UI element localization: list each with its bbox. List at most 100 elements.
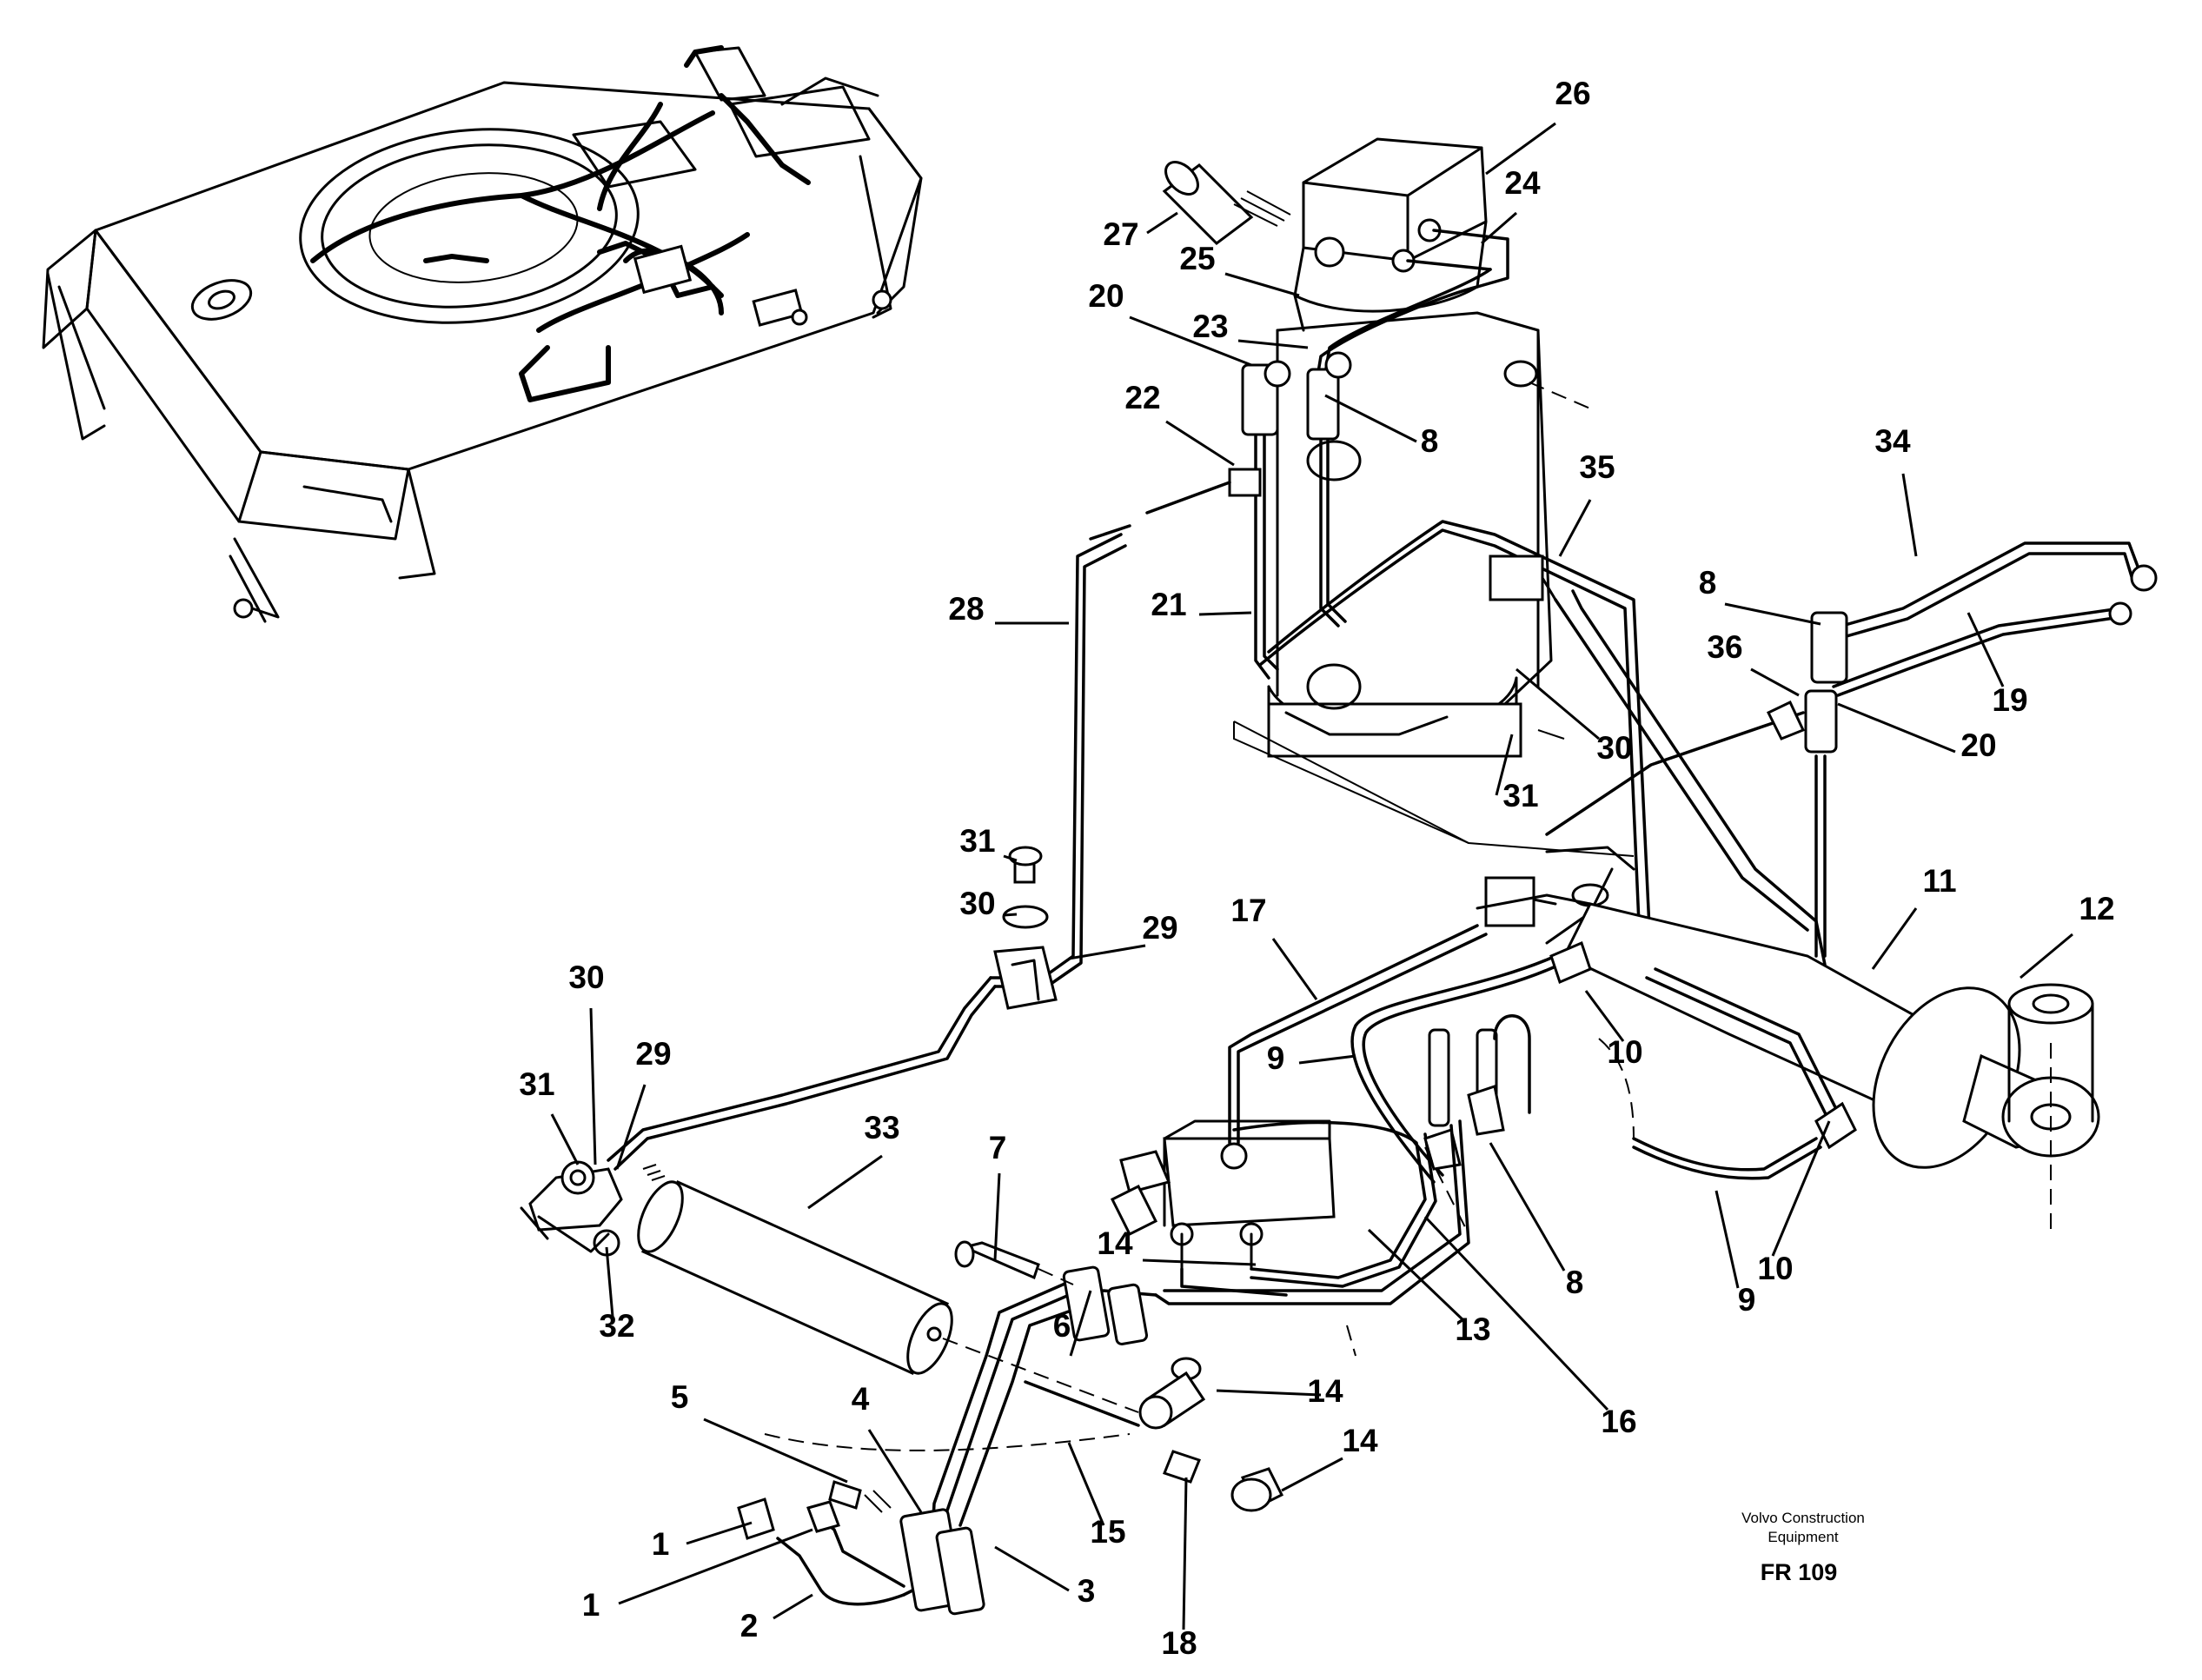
callout-number: 8: [1421, 423, 1439, 459]
callout-leader: [1216, 1389, 1322, 1397]
callout-leader: [1224, 272, 1300, 297]
callout-leader: [1198, 611, 1252, 616]
callout-leader: [1069, 1290, 1092, 1357]
callout-20: 20: [1088, 278, 1252, 367]
callout-number: 33: [864, 1110, 899, 1145]
callout-number: 23: [1192, 309, 1228, 344]
callout-leader: [1584, 990, 1625, 1042]
callout-16: 16: [1423, 1215, 1637, 1439]
valve-lines: [1154, 846, 1635, 1305]
callout-number: 29: [635, 1036, 671, 1072]
callout-leader: [615, 1084, 647, 1170]
callout-leader: [1324, 394, 1417, 443]
callout-leader: [1871, 907, 1918, 970]
callout-5: 5: [671, 1379, 848, 1484]
callout-leader: [1165, 420, 1235, 467]
callout-17: 17: [1230, 893, 1318, 1000]
callout-leader: [1495, 734, 1514, 796]
callout-number: 31: [959, 823, 995, 859]
callout-leader: [1281, 1457, 1343, 1492]
callout-number: 9: [1267, 1040, 1285, 1076]
callout-number: 5: [671, 1379, 689, 1415]
callout-35: 35: [1558, 449, 1615, 557]
callout-leader: [1771, 1120, 1831, 1257]
callout-number: 6: [1053, 1308, 1071, 1344]
callout-number: 22: [1124, 380, 1160, 415]
callout-number: 30: [959, 886, 995, 921]
callout-leader: [1837, 702, 1956, 754]
callout-leader: [686, 1521, 753, 1545]
callout-9: 9: [1267, 1040, 1356, 1076]
callout-number: 32: [599, 1308, 634, 1344]
frame-outline: [1233, 721, 1635, 1357]
callout-leader: [1003, 854, 1018, 862]
callout-leader: [1003, 913, 1018, 917]
callout-number: 14: [1342, 1423, 1378, 1458]
callout-29: 29: [615, 1036, 672, 1170]
callout-labels: 1123456788899101011121314141415161718192…: [519, 76, 2114, 1661]
fittings: [1138, 1357, 1284, 1512]
callout-2: 2: [740, 1593, 813, 1643]
callout-number: 12: [2079, 891, 2114, 926]
callout-leader: [589, 1007, 597, 1165]
callout-number: 24: [1504, 165, 1541, 201]
callout-number: 19: [1992, 682, 2027, 718]
callout-number: 13: [1455, 1311, 1490, 1347]
callout-11: 11: [1871, 863, 1957, 970]
brand-line-2: Equipment: [1768, 1529, 1839, 1545]
callout-leader: [1129, 315, 1252, 367]
callout-10: 10: [1584, 990, 1643, 1070]
callout-number: 17: [1230, 893, 1266, 928]
lower-lines: [737, 1240, 1157, 1616]
overview-inset: [42, 45, 923, 623]
callout-number: 2: [740, 1608, 759, 1643]
callout-6: 6: [1053, 1290, 1092, 1357]
callout-leader: [1489, 1142, 1566, 1272]
callout-leader: [703, 1418, 848, 1484]
callout-leader: [1481, 211, 1517, 245]
callout-29: 29: [1068, 910, 1178, 960]
callout-leader: [1750, 667, 1800, 697]
callout-leader: [2020, 933, 2073, 979]
callout-22: 22: [1124, 380, 1235, 467]
callout-12: 12: [2020, 891, 2115, 979]
callout-number: 30: [1596, 730, 1632, 766]
callout-number: 31: [519, 1066, 554, 1102]
upper-lines: [1089, 268, 1827, 966]
callout-leader: [1715, 1190, 1740, 1289]
callout-34: 34: [1874, 423, 1918, 557]
callout-number: 31: [1502, 778, 1538, 813]
callout-30: 30: [1516, 667, 1633, 766]
callout-leader: [1485, 122, 1556, 176]
callout-leader: [773, 1593, 813, 1620]
callout-30: 30: [568, 960, 605, 1165]
callout-28: 28: [948, 591, 1069, 627]
callout-number: 8: [1699, 565, 1717, 601]
callout-15: 15: [1067, 1442, 1126, 1550]
callout-7: 7: [989, 1130, 1007, 1261]
valve-block: [1110, 1119, 1336, 1271]
callout-leader: [1724, 602, 1821, 626]
callout-leader: [1516, 667, 1600, 740]
callout-number: 14: [1307, 1373, 1343, 1409]
callout-leader: [1423, 1215, 1609, 1411]
callout-leader: [1146, 211, 1178, 235]
callout-number: 4: [852, 1381, 870, 1417]
callout-31: 31: [959, 823, 1018, 862]
callout-leader: [1067, 1442, 1105, 1526]
callout-number: 1: [582, 1587, 600, 1623]
callout-20: 20: [1837, 702, 1997, 763]
callout-number: 25: [1179, 241, 1215, 276]
callout-21: 21: [1151, 587, 1252, 622]
callout-4: 4: [852, 1381, 923, 1513]
callout-number: 10: [1607, 1034, 1642, 1070]
callout-9: 9: [1715, 1190, 1755, 1318]
callout-number: 7: [989, 1130, 1007, 1165]
callout-number: 20: [1088, 278, 1124, 314]
callout-number: 28: [948, 591, 984, 627]
callout-leader: [993, 1172, 1001, 1261]
callout-number: 20: [1960, 727, 1996, 763]
callout-leader: [867, 1429, 923, 1513]
callout-14: 14: [1281, 1423, 1378, 1492]
